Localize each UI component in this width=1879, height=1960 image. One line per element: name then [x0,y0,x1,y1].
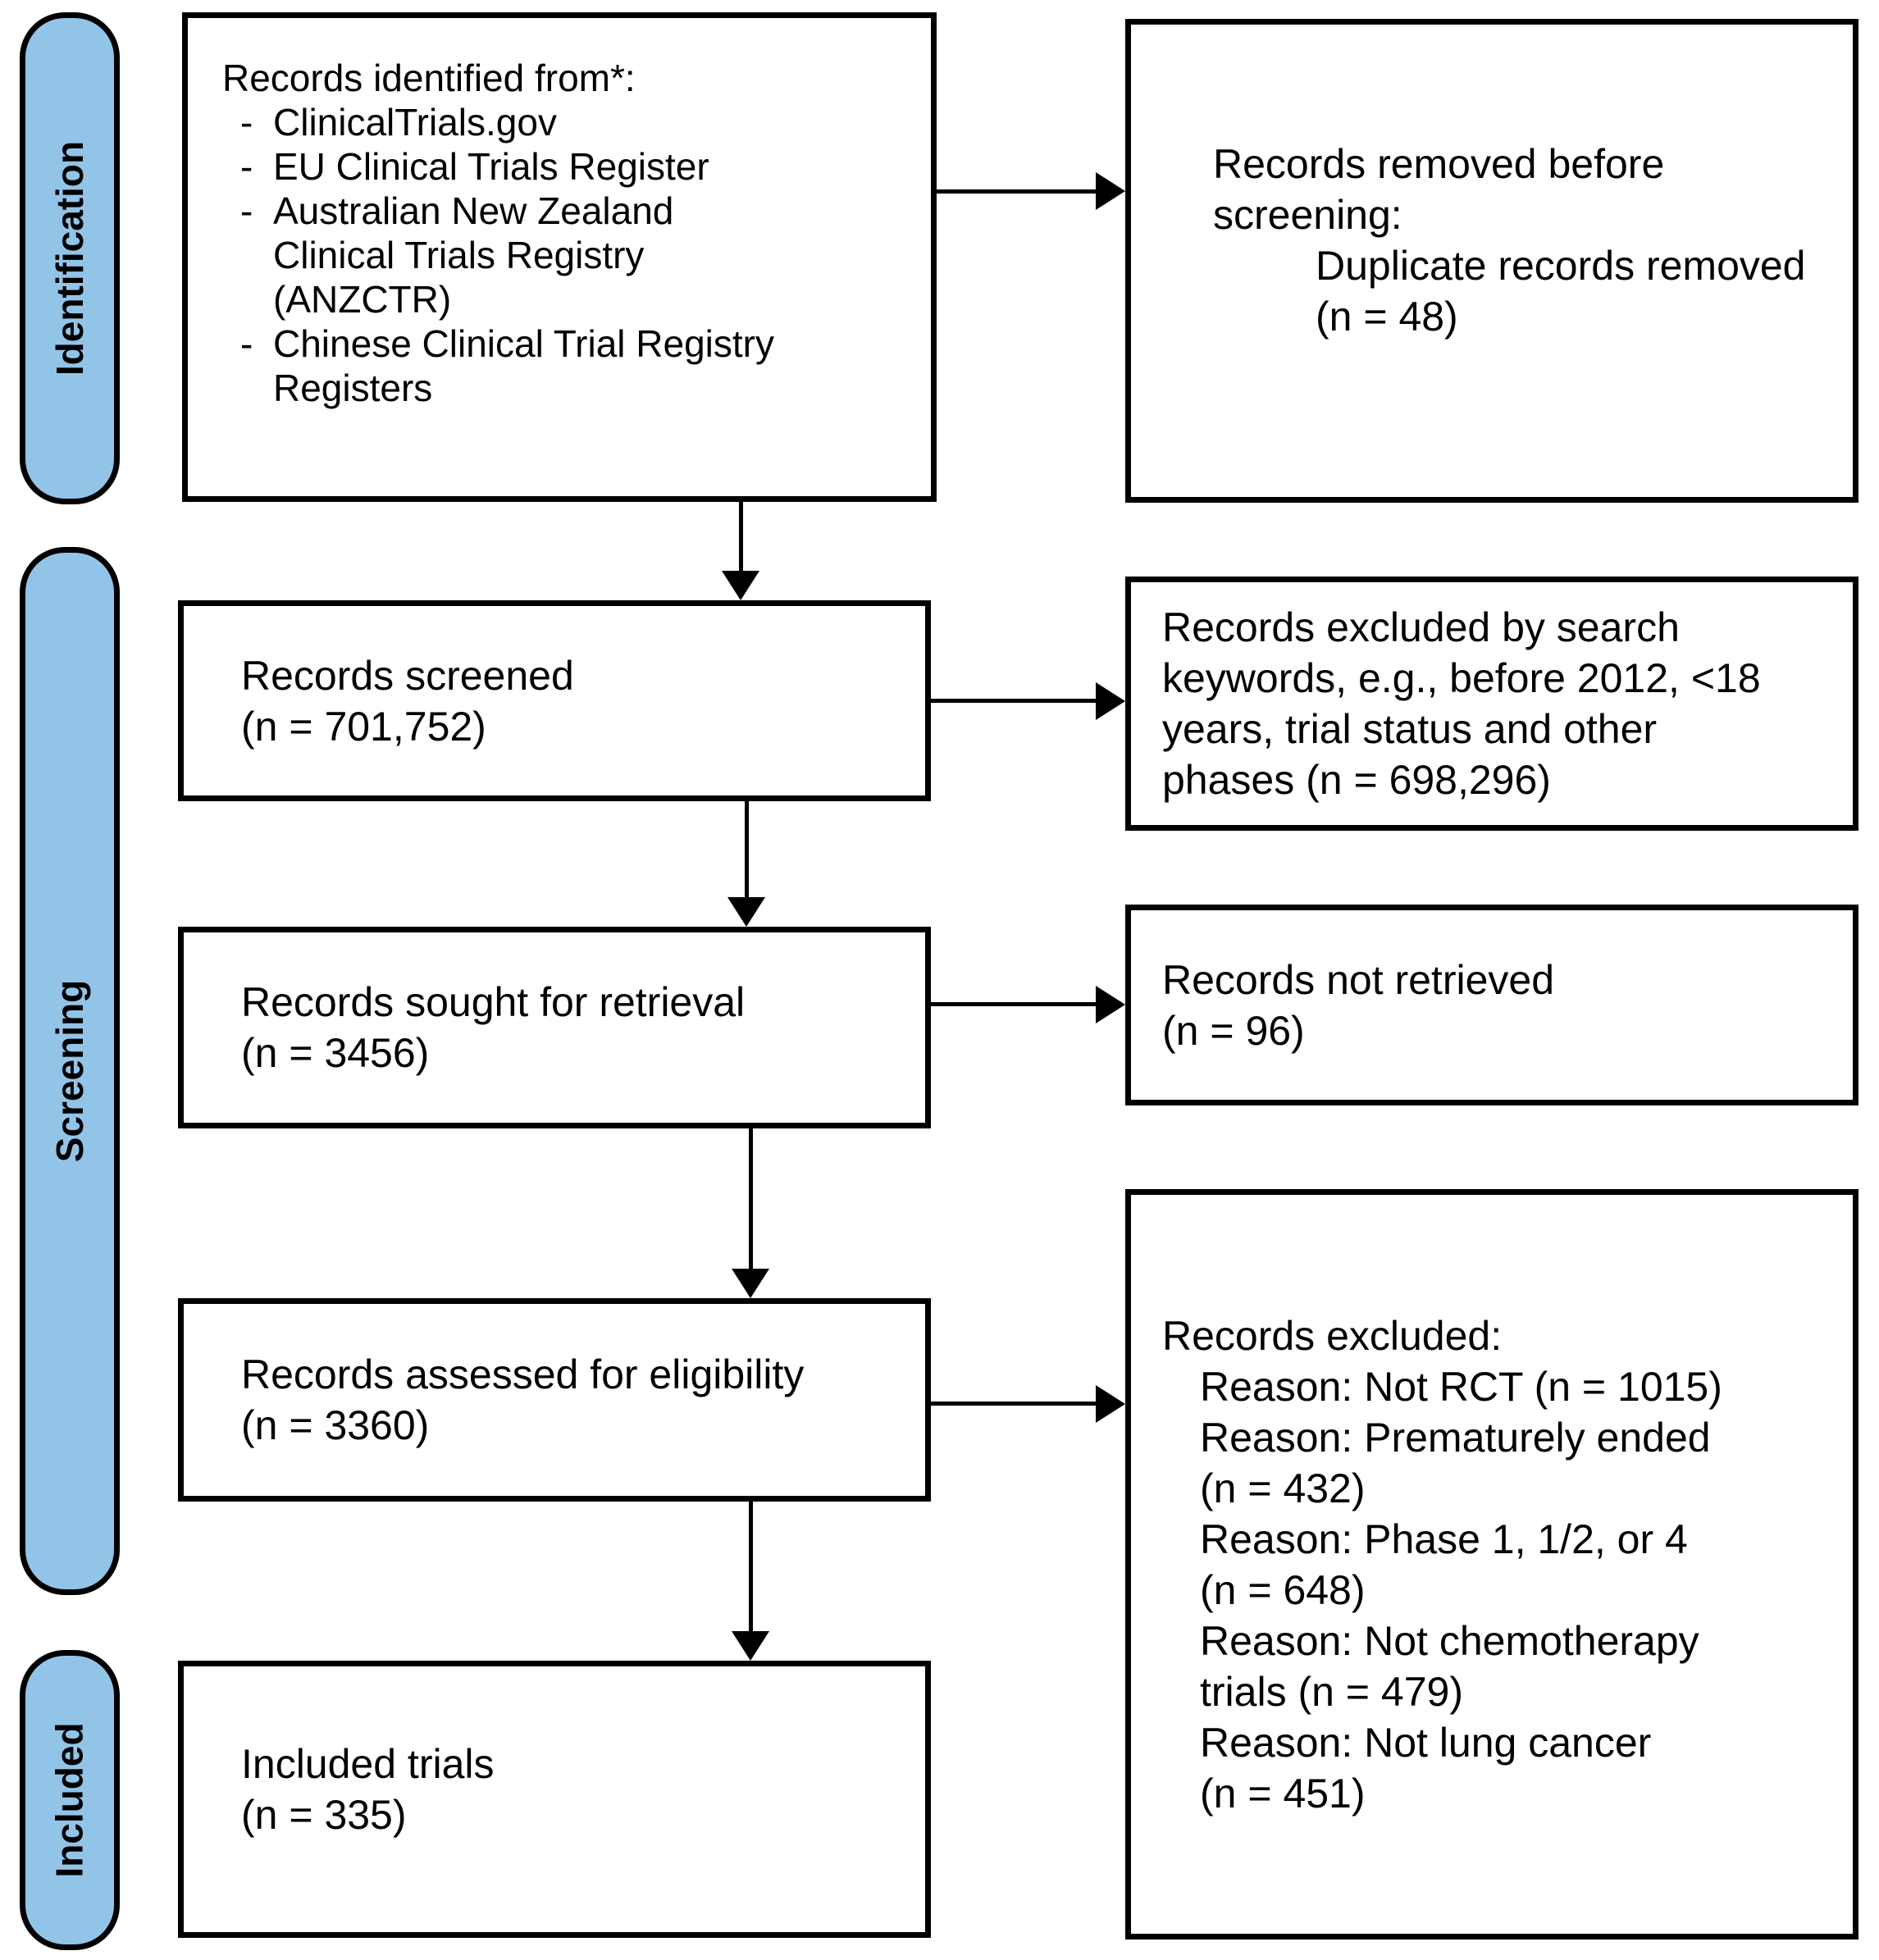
box-records-excluded: Records excluded: Reason: Not RCT (n = 1… [1125,1189,1858,1939]
bullet-dash: - [240,101,253,144]
connector-identified-to-screened-line [739,500,743,572]
arrow-right-icon [1096,1385,1125,1423]
arrow-right-icon [1096,986,1125,1023]
arrow-down-icon [732,1269,769,1298]
bullet-dash: - [240,322,253,365]
records-excluded-keywords-text: Records excluded by search keywords, e.g… [1162,604,1761,803]
stage-screening-label: Screening [48,979,92,1163]
connector-screened-to-sought-line [745,797,749,899]
source-item: - Chinese Clinical Trial Registry Regist… [240,321,911,410]
source-item: - EU Clinical Trials Register [240,144,911,189]
bullet-dash: - [240,189,253,232]
connector-sought-to-not-retrieved-line [929,1002,1097,1006]
stage-included: Included [20,1650,120,1950]
connector-sought-to-assessed-line [749,1124,753,1270]
records-not-retrieved-count: (n = 96) [1162,1007,1305,1054]
records-not-retrieved-label: Records not retrieved [1162,956,1555,1003]
arrow-down-icon [732,1631,769,1661]
box-included-trials: Included trials (n = 335) [178,1661,931,1938]
connector-assessed-to-included-line [749,1497,753,1633]
box-records-not-retrieved: Records not retrieved (n = 96) [1125,905,1858,1105]
stage-identification: Identification [20,12,120,504]
records-identified-source-list: - ClinicalTrials.gov - EU Clinical Trial… [222,100,911,410]
box-records-removed-before-screening: Records removed before screening: Duplic… [1125,19,1858,503]
box-records-excluded-by-keywords: Records excluded by search keywords, e.g… [1125,577,1858,831]
arrow-right-icon [1096,682,1125,720]
connector-identified-to-removed-line [935,189,1097,194]
stage-included-label: Included [48,1722,91,1878]
records-excluded-reason-list: Reason: Not RCT (n = 1015)Reason: Premat… [1162,1361,1840,1819]
connector-screened-to-excluded-keywords-line [929,699,1097,703]
stage-identification-label: Identification [48,140,92,376]
exclusion-reason: Reason: Not RCT (n = 1015) [1200,1363,1722,1410]
box-records-identified: Records identified from*: - ClinicalTria… [182,12,937,502]
exclusion-reason: Reason: Phase 1, 1/2, or 4 (n = 648) [1200,1516,1688,1613]
included-trials-label: Included trials [241,1741,495,1787]
box-records-screened: Records screened (n = 701,752) [178,600,931,801]
included-trials-count: (n = 335) [241,1792,407,1838]
connector-assessed-to-excluded-line [929,1402,1097,1406]
arrow-right-icon [1096,172,1125,210]
records-identified-heading: Records identified from*: [222,57,636,99]
bullet-dash: - [240,145,253,188]
records-assessed-count: (n = 3360) [241,1402,430,1448]
source-text: Chinese Clinical Trial Registry Register… [273,322,774,409]
exclusion-reason: Reason: Not lung cancer (n = 451) [1200,1719,1652,1816]
records-screened-count: (n = 701,752) [241,703,486,750]
arrow-down-icon [727,897,765,927]
stage-screening: Screening [20,547,120,1595]
source-item: - Australian New Zealand Clinical Trials… [240,189,911,321]
source-text: EU Clinical Trials Register [273,145,709,188]
records-excluded-heading: Records excluded: [1162,1312,1503,1359]
records-assessed-label: Records assessed for eligibility [241,1351,805,1397]
source-item: - ClinicalTrials.gov [240,100,911,144]
box-records-assessed: Records assessed for eligibility (n = 33… [178,1298,931,1502]
exclusion-reason: Reason: Not chemotherapy trials (n = 479… [1200,1617,1699,1715]
records-screened-label: Records screened [241,652,574,699]
arrow-down-icon [722,571,759,600]
records-sought-label: Records sought for retrieval [241,979,746,1025]
exclusion-reason: Reason: Prematurely ended (n = 432) [1200,1414,1711,1511]
box-records-sought: Records sought for retrieval (n = 3456) [178,927,931,1128]
duplicates-removed-detail: Duplicate records removed (n = 48) [1316,243,1806,340]
records-removed-heading: Records removed before screening: [1213,141,1665,238]
source-text: Australian New Zealand Clinical Trials R… [273,189,674,321]
source-text: ClinicalTrials.gov [273,101,557,144]
records-sought-count: (n = 3456) [241,1030,430,1076]
